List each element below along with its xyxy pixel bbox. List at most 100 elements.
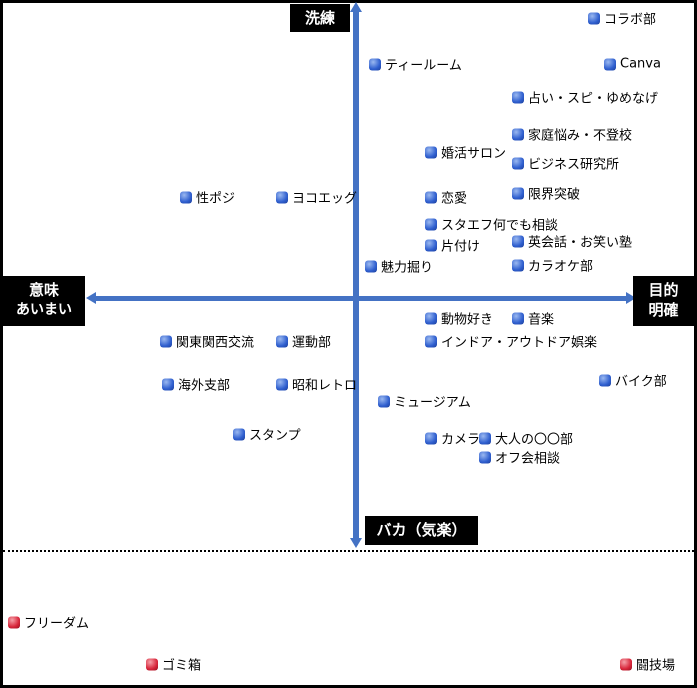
map-item: ビジネス研究所 xyxy=(512,154,619,173)
arrow-down-icon xyxy=(350,538,362,548)
axis-label-left: 意味 あいまい xyxy=(3,276,85,326)
blue-marker-icon xyxy=(512,312,524,324)
vertical-axis xyxy=(353,10,359,540)
blue-marker-icon xyxy=(512,91,524,103)
item-label: カメラ xyxy=(441,432,481,448)
item-label: スタエフ何でも相談 xyxy=(441,218,559,234)
item-label: 昭和レトロ xyxy=(292,378,358,394)
blue-marker-icon xyxy=(425,146,437,158)
blue-marker-icon xyxy=(276,378,288,390)
blue-marker-icon xyxy=(479,451,491,463)
item-label: 英会話・お笑い塾 xyxy=(528,235,633,251)
blue-marker-icon xyxy=(512,259,524,271)
item-label: 魅力掘り xyxy=(381,260,434,276)
blue-marker-icon xyxy=(365,260,377,272)
blue-marker-icon xyxy=(512,235,524,247)
axis-label-top: 洗練 xyxy=(290,4,350,32)
map-item: オフ会相談 xyxy=(479,448,560,467)
map-item: スタンプ xyxy=(233,425,301,444)
map-item: 関東関西交流 xyxy=(160,332,254,351)
axis-label-right-line1: 目的 xyxy=(648,281,679,299)
blue-marker-icon xyxy=(479,432,491,444)
blue-marker-icon xyxy=(425,191,437,203)
item-label: バイク部 xyxy=(615,374,667,390)
blue-marker-icon xyxy=(425,335,437,347)
blue-marker-icon xyxy=(599,374,611,386)
item-label: ヨコエッグ xyxy=(292,191,358,207)
map-item: 海外支部 xyxy=(162,375,230,394)
map-item: インドア・アウトドア娯楽 xyxy=(425,332,597,351)
blue-marker-icon xyxy=(512,187,524,199)
axis-label-left-line2: あいまい xyxy=(16,302,72,318)
map-item: 昭和レトロ xyxy=(276,375,357,394)
item-label: 闘技場 xyxy=(636,658,676,674)
blue-marker-icon xyxy=(378,395,390,407)
map-item: 魅力掘り xyxy=(365,257,433,276)
blue-marker-icon xyxy=(425,239,437,251)
red-marker-icon xyxy=(8,616,20,628)
blue-marker-icon xyxy=(425,432,437,444)
blue-marker-icon xyxy=(276,191,288,203)
item-label: 海外支部 xyxy=(178,378,231,394)
axis-label-bottom: バカ（気楽） xyxy=(365,516,478,545)
map-item: コラボ部 xyxy=(588,9,656,28)
item-label: 恋愛 xyxy=(441,191,468,207)
item-label: 大人の〇〇部 xyxy=(495,432,574,448)
item-label: 動物好き xyxy=(441,312,494,328)
item-label: 音楽 xyxy=(528,312,555,328)
map-item: 限界突破 xyxy=(512,184,580,203)
item-label: ティールーム xyxy=(385,58,462,74)
blue-marker-icon xyxy=(276,335,288,347)
map-item: 大人の〇〇部 xyxy=(479,429,573,448)
item-label: 関東関西交流 xyxy=(176,335,255,351)
item-label: 片付け xyxy=(441,239,481,255)
blue-marker-icon xyxy=(512,157,524,169)
map-item: バイク部 xyxy=(599,371,667,390)
blue-marker-icon xyxy=(160,335,172,347)
map-item: 占い・スピ・ゆめなげ xyxy=(512,88,658,107)
item-label: ゴミ箱 xyxy=(162,658,202,674)
blue-marker-icon xyxy=(425,312,437,324)
map-item: カラオケ部 xyxy=(512,256,593,275)
map-item: 運動部 xyxy=(276,332,331,351)
item-label: インドア・アウトドア娯楽 xyxy=(441,335,598,351)
axis-label-right: 目的 明確 xyxy=(633,276,694,326)
item-label: 運動部 xyxy=(292,335,332,351)
outside-item: フリーダム xyxy=(8,613,89,632)
item-label: Canva xyxy=(620,56,661,72)
map-item: 性ポジ xyxy=(180,188,235,207)
horizontal-axis xyxy=(94,296,628,301)
item-label: 限界突破 xyxy=(528,187,581,203)
item-label: スタンプ xyxy=(249,428,301,444)
blue-marker-icon xyxy=(180,191,192,203)
map-item: Canva xyxy=(604,57,661,72)
arrow-right-icon xyxy=(626,292,636,304)
blue-marker-icon xyxy=(369,58,381,70)
item-label: 婚活サロン xyxy=(441,146,507,162)
arrow-up-icon xyxy=(350,2,362,12)
axis-label-left-line1: 意味 xyxy=(28,281,59,299)
item-label: ビジネス研究所 xyxy=(528,157,620,173)
map-item: 家庭悩み・不登校 xyxy=(512,125,632,144)
blue-marker-icon xyxy=(425,218,437,230)
item-label: 占い・スピ・ゆめなげ xyxy=(528,91,659,107)
item-label: 性ポジ xyxy=(196,191,236,207)
dotted-divider xyxy=(3,550,694,552)
map-item: スタエフ何でも相談 xyxy=(425,215,558,234)
blue-marker-icon xyxy=(604,58,616,70)
blue-marker-icon xyxy=(162,378,174,390)
map-item: ミュージアム xyxy=(378,392,471,411)
item-label: オフ会相談 xyxy=(495,451,561,467)
red-marker-icon xyxy=(146,658,158,670)
map-item: ティールーム xyxy=(369,55,462,74)
outside-item: ゴミ箱 xyxy=(146,655,201,674)
map-item: カメラ xyxy=(425,429,480,448)
map-item: 恋愛 xyxy=(425,188,467,207)
red-marker-icon xyxy=(620,658,632,670)
item-label: 家庭悩み・不登校 xyxy=(528,128,633,144)
item-label: フリーダム xyxy=(24,616,90,632)
map-item: 英会話・お笑い塾 xyxy=(512,232,632,251)
item-label: ミュージアム xyxy=(394,395,471,411)
blue-marker-icon xyxy=(512,128,524,140)
